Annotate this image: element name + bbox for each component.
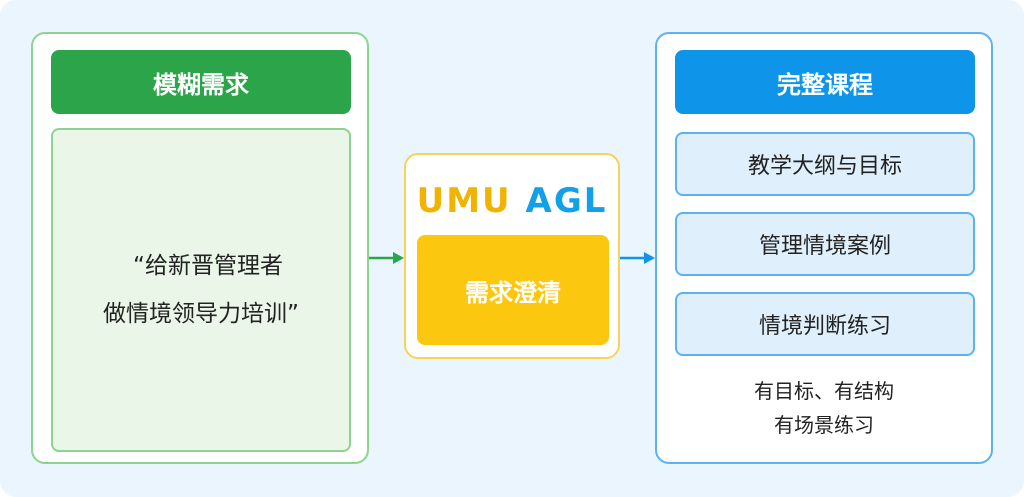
complete-course-panel: 完整课程 教学大纲与目标 管理情境案例 情境判断练习 有目标、有结构 有场景练习 [655,32,993,464]
summary-line-2: 有场景练习 [774,413,874,437]
summary-line-1: 有目标、有结构 [754,379,894,403]
course-item-exercises: 情境判断练习 [675,292,975,356]
arrow-to-middle [369,252,404,264]
quote-line-1: “给新晋管理者 [133,253,283,279]
complete-course-header: 完整课程 [675,50,975,114]
course-summary: 有目标、有结构 有场景练习 [657,374,991,442]
quote-line-2: 做情境领导力培训” [103,301,299,327]
vague-requirement-panel: 模糊需求 “给新晋管理者 做情境领导力培训” [31,32,369,464]
vague-requirement-header: 模糊需求 [51,50,351,114]
clarification-panel: UMU AGL 需求澄清 [404,153,620,359]
course-item-cases: 管理情境案例 [675,212,975,276]
requirement-clarification-box: 需求澄清 [417,235,609,345]
logo-agl-text: AGL [525,181,608,221]
umu-agl-logo: UMU AGL [406,175,618,227]
arrow-to-right [620,252,655,264]
requirement-quote-box: “给新晋管理者 做情境领导力培训” [51,128,351,452]
course-item-syllabus: 教学大纲与目标 [675,132,975,196]
logo-umu-text: UMU [416,181,512,221]
